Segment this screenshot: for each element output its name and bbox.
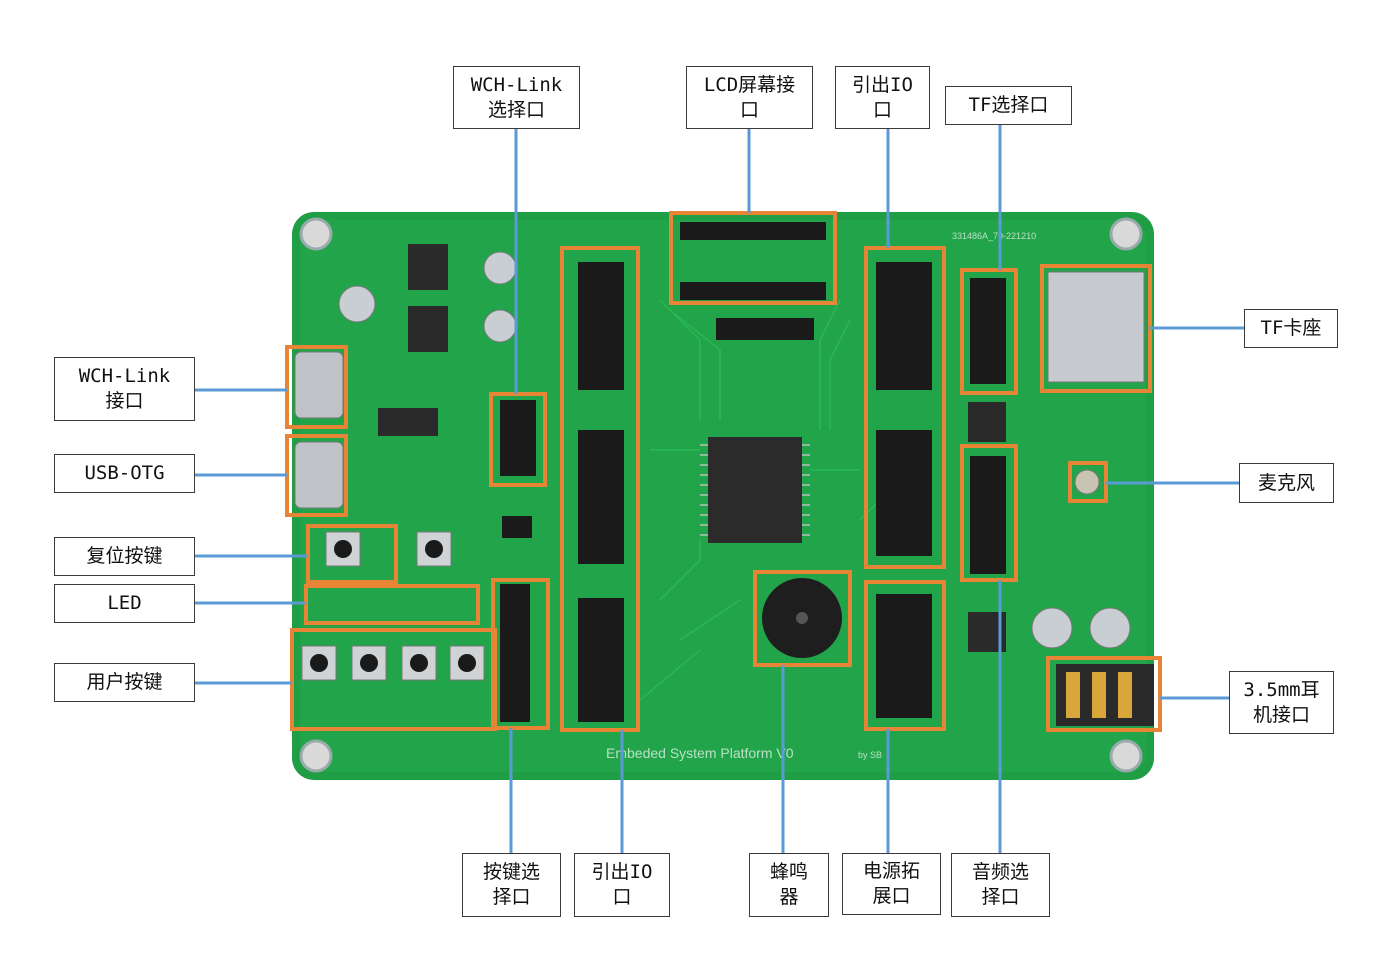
highlight-box-wch-link-select [489, 392, 547, 487]
highlight-box-tf-select [960, 268, 1018, 395]
label-key-select: 按键选 择口 [462, 853, 561, 917]
label-lcd-port: LCD屏幕接 口 [686, 66, 813, 129]
label-led: LED [54, 584, 195, 623]
audio-jack-pins [1066, 672, 1132, 718]
label-user-keys: 用户按键 [54, 663, 195, 702]
tf-card-socket [1047, 271, 1145, 383]
highlight-box-key-select [491, 578, 550, 730]
label-tf-select: TF选择口 [945, 86, 1072, 125]
mounting-holes [299, 217, 1143, 773]
label-tf-socket: TF卡座 [1244, 309, 1338, 348]
highlight-box-headphone [1046, 656, 1162, 732]
silkscreen-part-number: 331486A_70-221210 [952, 231, 1036, 241]
silkscreen-title: Embeded System Platform V0 [606, 745, 794, 761]
pin-headers [500, 222, 1006, 722]
pcb-traces [639, 299, 901, 701]
highlight-boxes [285, 211, 1162, 732]
usb-c-connector-2 [294, 441, 344, 509]
highlight-box-lcd-port [669, 211, 837, 305]
label-headphone: 3.5mm耳 机接口 [1229, 671, 1334, 734]
label-buzzer: 蜂鸣 器 [749, 853, 829, 917]
label-usb-otg: USB-OTG [54, 454, 195, 493]
regulator-1 [408, 244, 448, 290]
label-reset-key: 复位按键 [54, 537, 195, 576]
label-wch-link-select: WCH-Link 选择口 [453, 66, 580, 129]
usb-bridge-chip [378, 408, 438, 436]
highlight-box-wch-link-port [285, 345, 348, 429]
highlight-box-reset-key [306, 524, 398, 584]
button-caps [310, 540, 476, 672]
label-audio-select: 音频选 择口 [951, 853, 1050, 917]
silkscreen-by: by SB [858, 750, 882, 760]
mcu-pins [700, 444, 810, 536]
label-microphone: 麦克风 [1239, 463, 1334, 503]
label-io-top: 引出IO 口 [835, 66, 930, 129]
microphone-part [1074, 469, 1100, 495]
mcu-chip [708, 437, 802, 543]
label-wch-link-port: WCH-Link 接口 [54, 357, 195, 421]
buzzer-hole [796, 612, 808, 624]
usb-c-connector-1 [294, 351, 344, 419]
highlight-box-io-top [864, 246, 946, 569]
electrolytic-capacitors [338, 251, 1131, 649]
regulator-2 [408, 306, 448, 352]
highlight-box-buzzer [753, 570, 852, 667]
leader-lines [195, 125, 1244, 853]
highlight-box-audio-select [960, 444, 1018, 582]
highlight-box-power-ext [864, 580, 946, 731]
label-power-ext: 电源拓 展口 [842, 853, 941, 915]
label-io-bottom: 引出IO 口 [574, 853, 670, 917]
highlight-box-io-left [560, 246, 640, 732]
regulator-3 [968, 402, 1006, 442]
